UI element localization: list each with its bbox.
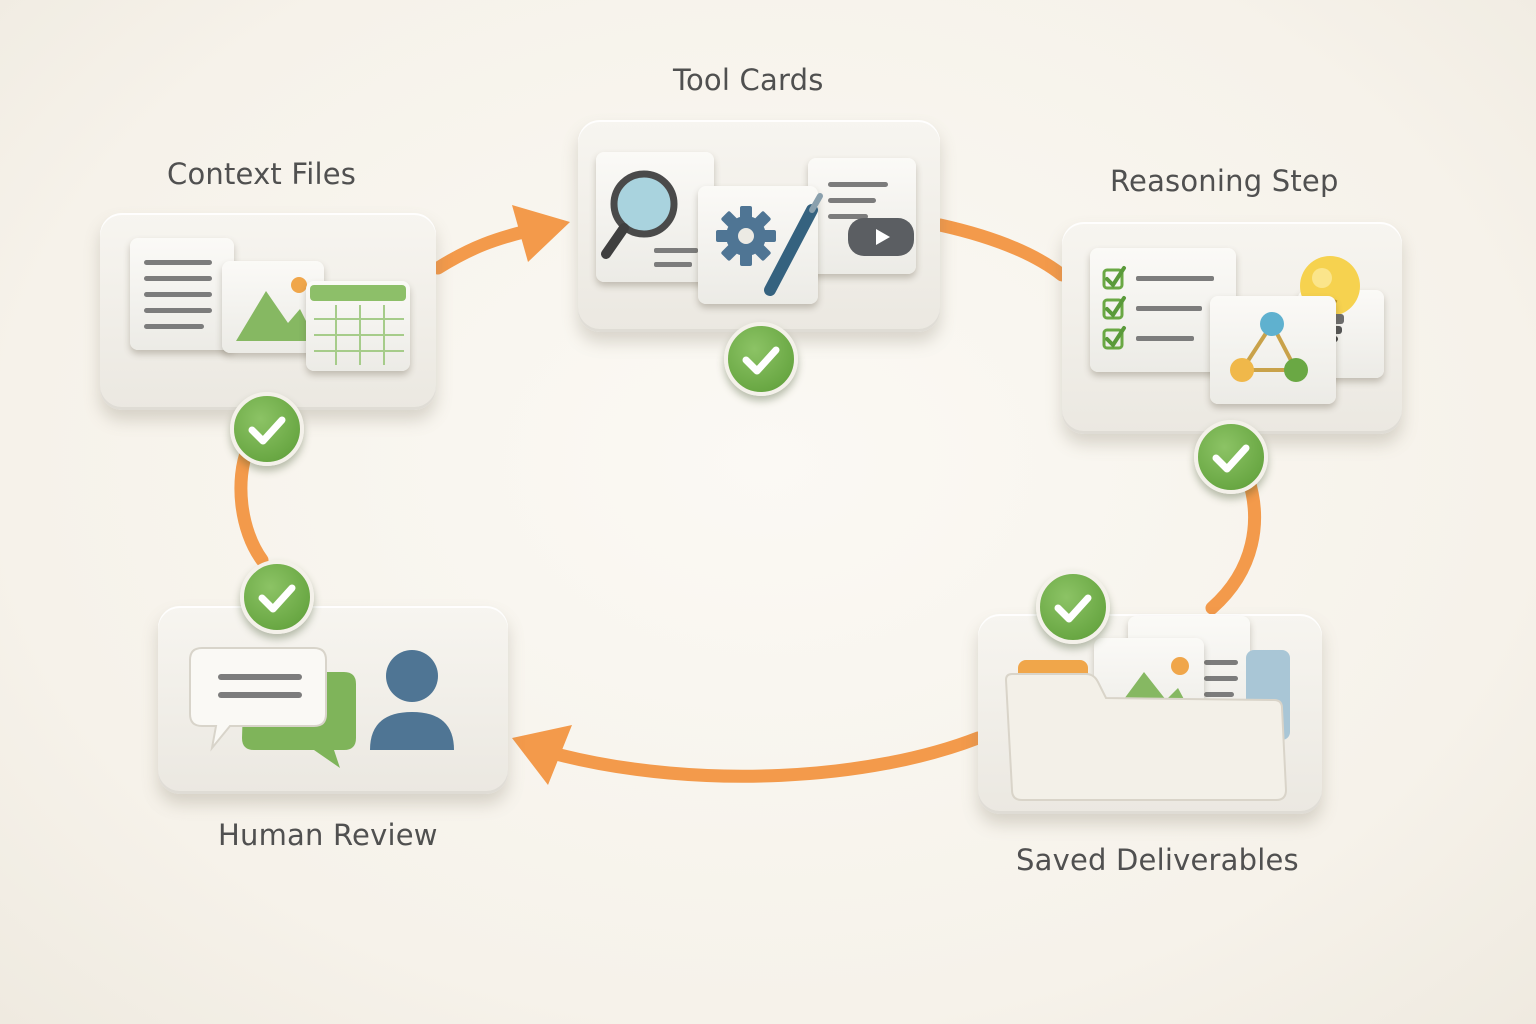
network-graph-icon (1210, 296, 1336, 404)
step-label-saved-deliverables: Saved Deliverables (1016, 843, 1299, 877)
chat-bubbles-icon (189, 647, 356, 768)
user-avatar-icon (370, 650, 454, 750)
video-play-icon (808, 158, 916, 274)
document-icon (130, 238, 234, 350)
arrow-deliverables-to-review (553, 731, 985, 783)
tool-cards-card (578, 120, 940, 332)
step-label-human-review: Human Review (218, 818, 438, 852)
context-files-card (100, 213, 436, 410)
pen-icon (764, 193, 823, 296)
folder-icon (1004, 673, 1288, 801)
human-review-card (158, 606, 508, 794)
arrowhead-review (512, 725, 572, 785)
check-icon-deliverables (1036, 570, 1110, 644)
check-icon-context (230, 392, 304, 466)
arrow-review-to-context (234, 441, 269, 567)
spreadsheet-icon (306, 281, 410, 371)
step-label-context-files: Context Files (167, 157, 357, 191)
arrowhead-tools (512, 205, 570, 262)
step-label-reasoning-step: Reasoning Step (1110, 164, 1339, 198)
check-icon-tools (724, 322, 798, 396)
check-icon-reasoning (1194, 420, 1268, 494)
saved-deliverables-card (978, 614, 1322, 814)
step-label-tool-cards: Tool Cards (673, 63, 824, 97)
arrow-tools-to-reasoning (933, 218, 1069, 282)
check-icon-review (240, 560, 314, 634)
magnifier-icon (596, 152, 714, 282)
reasoning-step-card (1062, 222, 1402, 434)
arrow-reasoning-to-deliverables (1205, 471, 1262, 615)
